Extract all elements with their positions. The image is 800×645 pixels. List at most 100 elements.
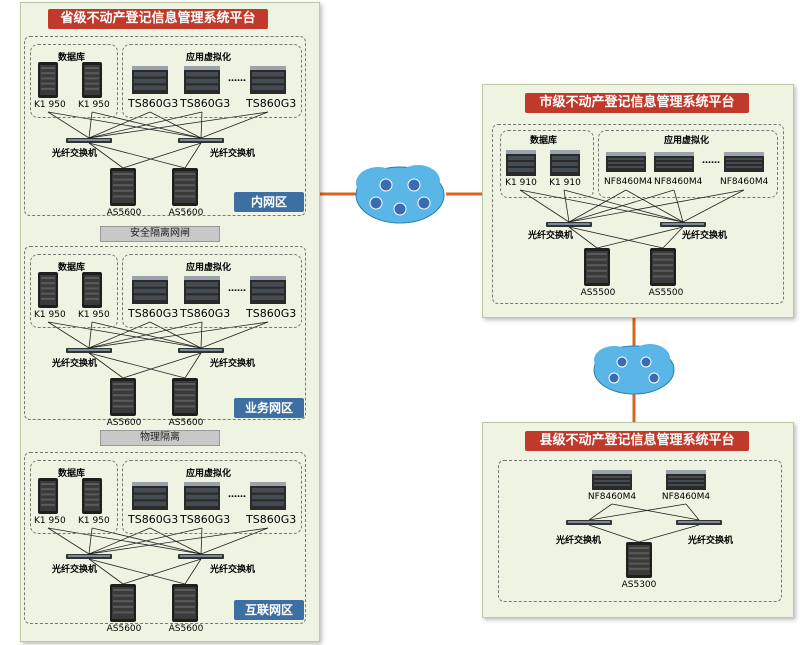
prov-virt-group-1	[122, 254, 302, 328]
muni-app-server-2	[724, 152, 764, 172]
muni-db-name-0: K1 910	[505, 178, 537, 188]
prov-dots-2: ……	[228, 490, 246, 500]
prov-db-name-0-0: K1 950	[34, 100, 66, 110]
zone-tag-2: 互联网区	[234, 600, 304, 620]
prov-app-name-2-0: TS860G3	[128, 513, 179, 526]
county-app-server-0	[592, 470, 632, 490]
prov-app-server-1-2	[250, 276, 286, 304]
prov-storage-name-1-1: AS5600	[168, 418, 204, 428]
prov-app-server-0-2	[250, 66, 286, 94]
zone-internet	[24, 452, 306, 624]
county-switch-label-1: 光纤交换机	[688, 536, 734, 546]
muni-switch-0	[546, 222, 592, 227]
muni-switch-label-0: 光纤交换机	[528, 231, 574, 241]
prov-app-server-2-1	[184, 482, 220, 510]
muni-storage-1	[650, 248, 676, 286]
county-switch-label-0: 光纤交换机	[556, 536, 602, 546]
prov-switch-2-0	[66, 554, 112, 559]
municipal-zone	[492, 124, 784, 304]
prov-switch-label-2-0: 光纤交换机	[52, 565, 98, 575]
prov-app-name-2-2: TS860G3	[246, 513, 297, 526]
municipal-virt-group	[598, 130, 778, 198]
prov-storage-name-0-0: AS5600	[106, 208, 142, 218]
prov-storage-name-1-0: AS5600	[106, 418, 142, 428]
prov-app-server-0-1	[184, 66, 220, 94]
prov-switch-label-0-0: 光纤交换机	[52, 149, 98, 159]
prov-db-server-2-1	[82, 478, 102, 514]
muni-storage-0	[584, 248, 610, 286]
prov-virt-group-0	[122, 44, 302, 118]
county-title: 县级不动产登记信息管理系统平台	[525, 431, 749, 451]
prov-db-group-1	[30, 254, 118, 328]
prov-db-name-0-1: K1 950	[78, 100, 110, 110]
prov-db-server-1-0	[38, 272, 58, 308]
physical-isolation-separator: 物理隔离	[100, 430, 220, 446]
network-cloud-2	[593, 344, 675, 395]
county-storage-name-0: AS5300	[621, 580, 657, 590]
municipal-db-group	[500, 130, 594, 198]
muni-app-server-1	[654, 152, 694, 172]
prov-switch-label-1-1: 光纤交换机	[210, 359, 256, 369]
muni-app-name-0: NF8460M4	[604, 177, 653, 187]
muni-app-name-1: NF8460M4	[654, 177, 703, 187]
security-gateway-separator: 安全隔离网闸	[100, 226, 220, 242]
prov-db-group-0	[30, 44, 118, 118]
county-panel	[482, 422, 794, 618]
municipal-db-label: 数据库	[530, 136, 558, 146]
prov-dots-0: ……	[228, 74, 246, 84]
prov-app-name-2-1: TS860G3	[180, 513, 231, 526]
county-storage-0	[626, 542, 652, 578]
prov-storage-name-2-0: AS5600	[106, 624, 142, 634]
prov-app-name-0-1: TS860G3	[180, 97, 231, 110]
muni-app-name-2: NF8460M4	[720, 177, 769, 187]
prov-db-server-0-0	[38, 62, 58, 98]
prov-switch-2-1	[178, 554, 224, 559]
prov-storage-2-1	[172, 584, 198, 622]
prov-switch-label-2-1: 光纤交换机	[210, 565, 256, 575]
county-switch-0	[566, 520, 612, 525]
muni-db-server-1	[550, 150, 580, 176]
prov-storage-0-1	[172, 168, 198, 206]
muni-storage-name-1: AS5500	[648, 288, 684, 298]
prov-app-server-1-0	[132, 276, 168, 304]
municipal-title: 市级不动产登记信息管理系统平台	[525, 93, 749, 113]
prov-app-server-1-1	[184, 276, 220, 304]
prov-storage-name-0-1: AS5600	[168, 208, 204, 218]
prov-virt-label-0: 应用虚拟化	[186, 53, 232, 63]
prov-switch-label-0-1: 光纤交换机	[210, 149, 256, 159]
provincial-title: 省级不动产登记信息管理系统平台	[48, 9, 268, 29]
county-app-server-1	[666, 470, 706, 490]
prov-switch-0-0	[66, 138, 112, 143]
muni-db-server-0	[506, 150, 536, 176]
muni-app-server-0	[606, 152, 646, 172]
prov-db-label-1: 数据库	[58, 263, 86, 273]
prov-storage-1-0	[110, 378, 136, 416]
prov-switch-0-1	[178, 138, 224, 143]
prov-app-name-0-2: TS860G3	[246, 97, 297, 110]
prov-app-name-1-0: TS860G3	[128, 307, 179, 320]
prov-app-server-2-2	[250, 482, 286, 510]
prov-app-server-2-0	[132, 482, 168, 510]
prov-db-name-2-0: K1 950	[34, 516, 66, 526]
county-app-name-0: NF8460M4	[587, 492, 637, 502]
prov-db-name-1-0: K1 950	[34, 310, 66, 320]
prov-virt-group-2	[122, 460, 302, 534]
prov-db-server-0-1	[82, 62, 102, 98]
muni-dots: ……	[702, 156, 720, 166]
zone-tag-0: 内网区	[234, 192, 304, 212]
prov-app-name-0-0: TS860G3	[128, 97, 179, 110]
municipal-virt-label: 应用虚拟化	[664, 136, 710, 146]
prov-dots-1: ……	[228, 284, 246, 294]
prov-switch-1-0	[66, 348, 112, 353]
prov-storage-2-0	[110, 584, 136, 622]
muni-switch-label-1: 光纤交换机	[682, 231, 728, 241]
county-switch-1	[676, 520, 722, 525]
prov-app-server-0-0	[132, 66, 168, 94]
prov-db-label-2: 数据库	[58, 469, 86, 479]
prov-db-name-2-1: K1 950	[78, 516, 110, 526]
prov-switch-label-1-0: 光纤交换机	[52, 359, 98, 369]
muni-switch-1	[660, 222, 706, 227]
muni-storage-name-0: AS5500	[580, 288, 616, 298]
prov-db-server-1-1	[82, 272, 102, 308]
